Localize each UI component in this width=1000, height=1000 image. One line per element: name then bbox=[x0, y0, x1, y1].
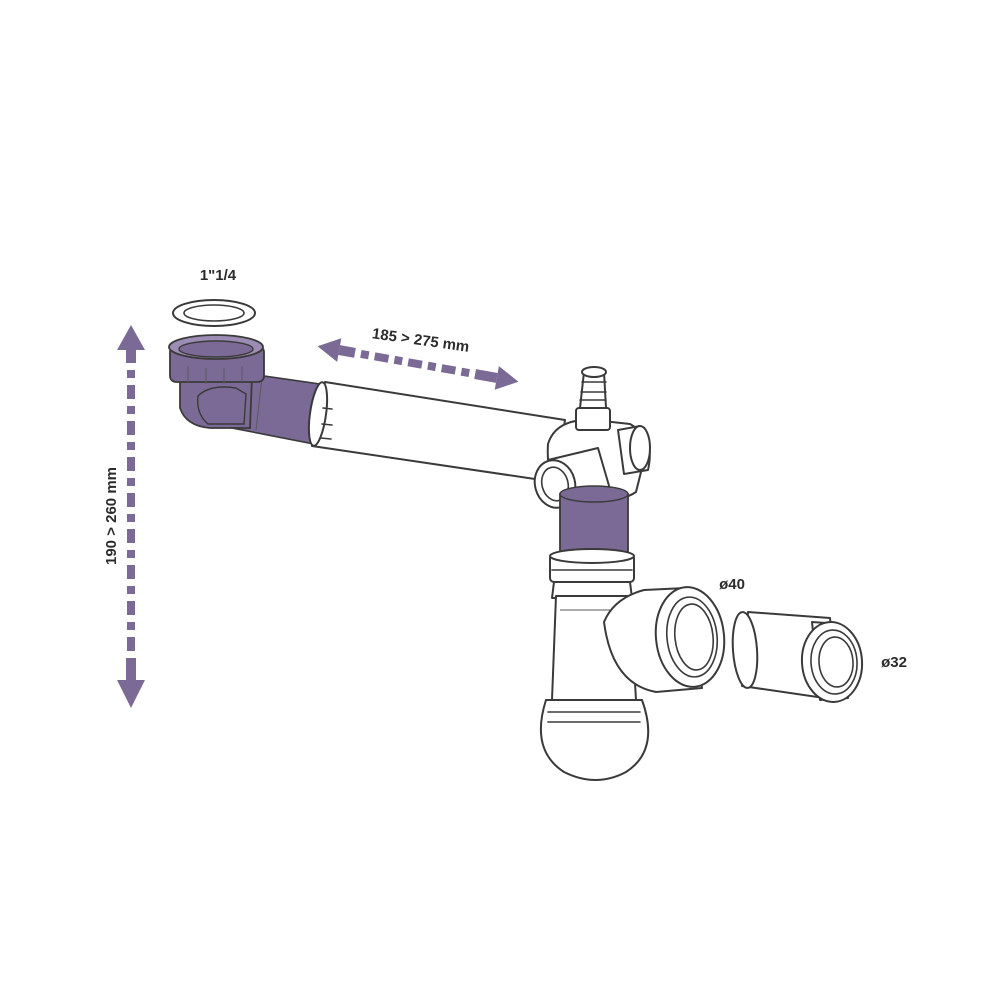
sink-outlet-elbow bbox=[168, 334, 265, 429]
reducer-diameter-label: ø32 bbox=[881, 654, 907, 671]
washer bbox=[172, 299, 256, 327]
dip-tube bbox=[559, 485, 629, 559]
reducer-adapter bbox=[731, 611, 864, 703]
vertical-range-arrow bbox=[117, 325, 145, 708]
horizontal-range-label: 185 > 275 mm bbox=[371, 325, 470, 355]
overflow-hose-nozzle bbox=[575, 366, 611, 431]
trap-outlet bbox=[603, 586, 726, 693]
horizontal-range-arrow bbox=[317, 338, 519, 390]
telescopic-outer-sleeve bbox=[307, 381, 566, 483]
vertical-range-label: 190 > 260 mm bbox=[103, 467, 120, 565]
outlet-diameter-label: ø40 bbox=[719, 576, 745, 593]
washer-thread-label: 1"1/4 bbox=[200, 267, 237, 284]
side-stub-right bbox=[617, 425, 651, 475]
